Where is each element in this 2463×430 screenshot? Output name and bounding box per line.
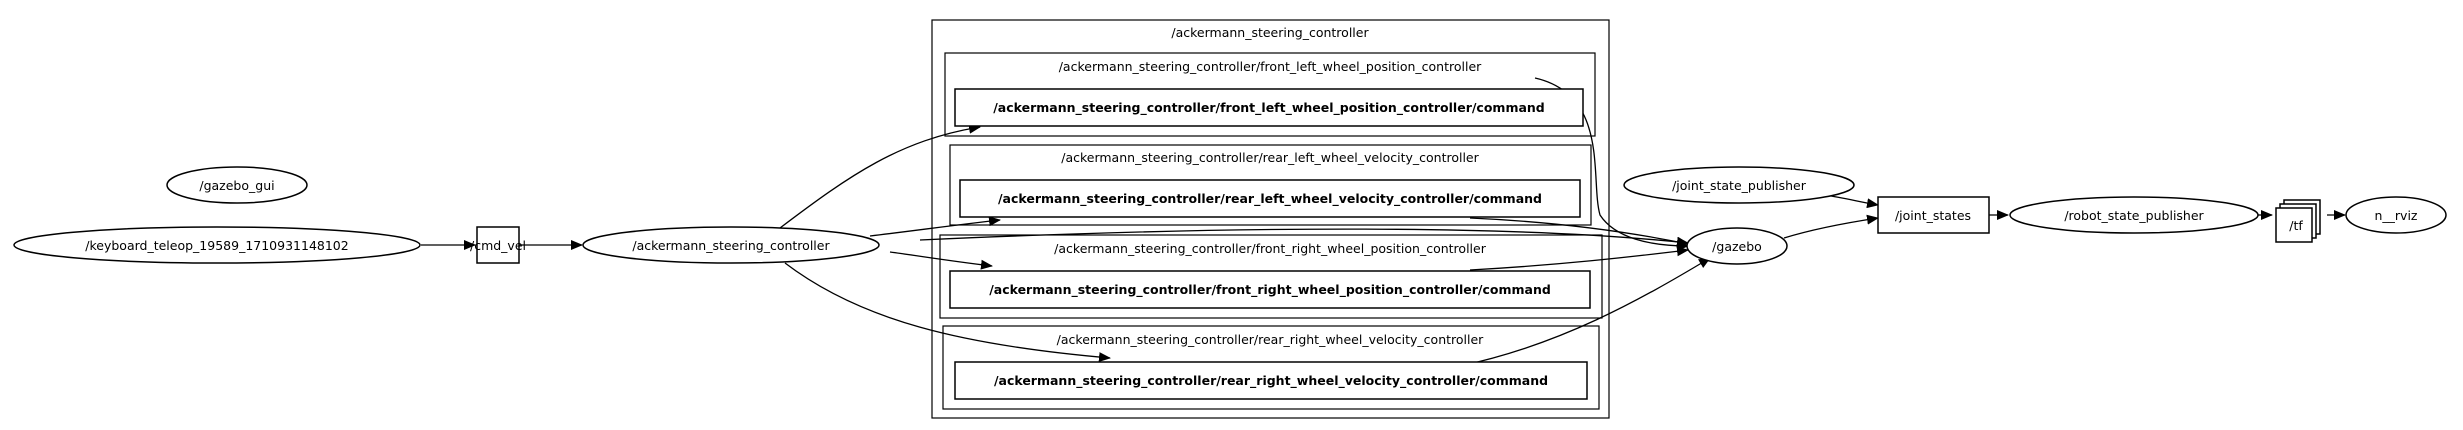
- edge-rl-command-to-gazebo: [1469, 217, 1689, 247]
- node-joint-state-publisher-label: /joint_state_publisher: [1672, 178, 1807, 193]
- cluster-rear-left-wheel-velocity-controller: /ackermann_steering_controller/rear_left…: [949, 144, 1592, 226]
- node-tf[interactable]: /tf: [2275, 199, 2321, 243]
- cluster-ackermann-steering-controller: /ackermann_steering_controller: [931, 19, 1610, 419]
- edge-gazebo-to-joint-states: [1783, 214, 1879, 239]
- node-gazebo-label: /gazebo: [1712, 239, 1762, 254]
- edge-rr-command-to-gazebo: [1459, 257, 1711, 367]
- node-rear-left-command-label: /ackermann_steering_controller/rear_left…: [998, 191, 1542, 207]
- cluster-outer-label: /ackermann_steering_controller: [1171, 25, 1369, 40]
- node-ackermann-label: /ackermann_steering_controller: [632, 238, 830, 253]
- node-keyboard-teleop[interactable]: /keyboard_teleop_19589_1710931148102: [13, 226, 421, 264]
- node-cmd-vel-label: /cmd_vel: [470, 238, 526, 253]
- node-keyboard-teleop-label: /keyboard_teleop_19589_1710931148102: [85, 238, 348, 253]
- node-cmd-vel[interactable]: /cmd_vel: [470, 226, 526, 264]
- cluster-front-left-label: /ackermann_steering_controller/front_lef…: [1059, 59, 1482, 74]
- node-joint-states[interactable]: /joint_states: [1877, 196, 1990, 234]
- edge-ackermann-to-gazebo: [919, 228, 1689, 247]
- edges: [421, 77, 2346, 367]
- cluster-rear-right-label: /ackermann_steering_controller/rear_righ…: [1057, 332, 1485, 347]
- node-rear-left-command[interactable]: /ackermann_steering_controller/rear_left…: [959, 179, 1581, 218]
- node-robot-state-publisher-label: /robot_state_publisher: [2064, 208, 2204, 223]
- node-joint-state-publisher[interactable]: /joint_state_publisher: [1623, 166, 1855, 204]
- cluster-rear-right-wheel-velocity-controller: /ackermann_steering_controller/rear_righ…: [942, 325, 1600, 410]
- node-rear-right-command-label: /ackermann_steering_controller/rear_righ…: [994, 373, 1548, 389]
- node-rviz[interactable]: n__rviz: [2345, 196, 2447, 234]
- node-front-right-command[interactable]: /ackermann_steering_controller/front_rig…: [949, 270, 1591, 309]
- node-robot-state-publisher[interactable]: /robot_state_publisher: [2009, 196, 2259, 234]
- node-ackermann-steering-controller[interactable]: /ackermann_steering_controller: [582, 226, 880, 264]
- cluster-front-right-wheel-position-controller: /ackermann_steering_controller/front_rig…: [939, 234, 1603, 319]
- node-front-left-command[interactable]: /ackermann_steering_controller/front_lef…: [954, 88, 1584, 127]
- node-gazebo-gui-label: /gazebo_gui: [199, 178, 274, 193]
- node-front-right-command-label: /ackermann_steering_controller/front_rig…: [989, 282, 1551, 298]
- node-front-left-command-label: /ackermann_steering_controller/front_lef…: [993, 100, 1545, 116]
- edge-ackermann-to-rl-command: [869, 216, 1001, 237]
- edge-ackermann-to-fl-command: [779, 123, 981, 229]
- edge-ackermann-to-fr-command: [889, 251, 993, 270]
- node-rear-right-command[interactable]: /ackermann_steering_controller/rear_righ…: [954, 361, 1588, 400]
- node-rviz-label: n__rviz: [2375, 208, 2418, 223]
- cluster-front-right-label: /ackermann_steering_controller/front_rig…: [1054, 241, 1487, 256]
- node-gazebo[interactable]: /gazebo: [1686, 227, 1788, 265]
- cluster-rear-left-label: /ackermann_steering_controller/rear_left…: [1061, 150, 1479, 165]
- edge-joint-state-publisher-to-joint-states: [1824, 194, 1879, 209]
- node-gazebo-gui[interactable]: /gazebo_gui: [166, 166, 308, 204]
- node-tf-label: /tf: [2289, 218, 2303, 233]
- node-joint-states-label: /joint_states: [1895, 208, 1971, 223]
- cluster-front-left-wheel-position-controller: /ackermann_steering_controller/front_lef…: [944, 52, 1596, 137]
- edge-fr-command-to-gazebo: [1469, 246, 1689, 271]
- edge-ackermann-to-rr-command: [784, 262, 1111, 363]
